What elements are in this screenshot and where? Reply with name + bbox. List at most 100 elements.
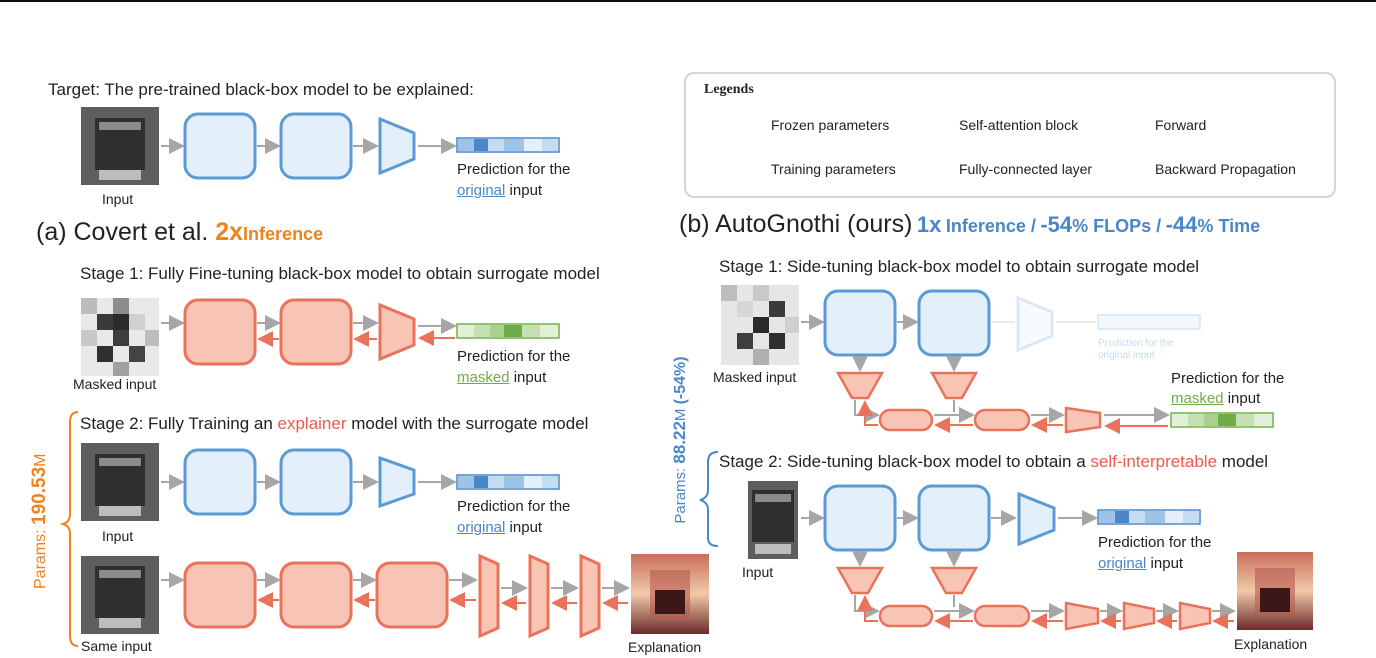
- target-pred-line2: original input: [457, 182, 542, 199]
- a-s1-attention-block-2: [279, 298, 353, 366]
- b-s1-masked-word: masked: [1171, 390, 1224, 407]
- a-s2-input-image: [81, 443, 159, 521]
- b-time-word: % Time: [1197, 216, 1261, 236]
- a-explanation-label: Explanation: [628, 639, 702, 655]
- target-pred-rest: input: [509, 182, 543, 199]
- b-s2-side-fc-2: [1122, 601, 1156, 631]
- a-s1-pred-line1: Prediction for the: [457, 348, 571, 365]
- a-stage1-title: Stage 1: Fully Fine-tuning black-box mod…: [80, 264, 600, 283]
- b-params-brace: [699, 451, 719, 547]
- b-params-delta: (-54%): [672, 356, 689, 405]
- a-params-value: 190.53: [29, 466, 50, 525]
- b-stage2-title: Stage 2: Side-tuning black-box model to …: [719, 452, 1268, 472]
- legend-frozen-label: Frozen parameters: [771, 117, 890, 133]
- b-s2-pred-line2: original input: [1098, 555, 1183, 572]
- a-s2-pred-line1: Prediction for the: [457, 498, 571, 515]
- b-s1-faded-head: [991, 295, 1201, 353]
- a-same-input-image: [81, 556, 159, 634]
- a-s1-masked-input-image: [81, 298, 159, 376]
- b-s2-pred-rest: input: [1150, 555, 1184, 572]
- a-stage2-pre: Stage 2: Fully Training an: [80, 414, 273, 433]
- b-s2-input-label: Input: [742, 564, 774, 580]
- b-explanation-label: Explanation: [1234, 636, 1308, 652]
- b-s2-attention-block-2: [917, 484, 991, 552]
- a-stage2-highlight: explainer: [277, 414, 347, 433]
- b-s2-side-fc-1: [1064, 601, 1100, 631]
- b-flops-word: % FLOPs /: [1072, 216, 1162, 236]
- target-pred-line1: Prediction for the: [457, 161, 571, 178]
- b-s1-masked-input-label: Masked input: [713, 369, 797, 385]
- b-params-value: 88.22: [670, 421, 689, 464]
- b-s2-side-block-2: [973, 604, 1031, 628]
- b-s1-side-down-2: [929, 371, 979, 400]
- a-s1-masked-input-label: Masked input: [73, 376, 157, 392]
- a-same-input-label: Same input: [81, 638, 152, 654]
- a-explainer-block-3: [375, 561, 449, 629]
- a-explainer-fc-1: [478, 553, 500, 639]
- a-inference-num: 2x: [215, 218, 244, 246]
- target-attention-block-1: [183, 112, 257, 180]
- a-s2-attention-block-1: [183, 448, 257, 516]
- b-s2-prediction-bar: [1097, 509, 1201, 525]
- target-fc-layer: [378, 116, 416, 176]
- a-explainer-block-2: [279, 561, 353, 629]
- legend-backward-label: Backward Propagation: [1155, 161, 1296, 177]
- target-prediction-bar: [456, 137, 560, 153]
- b-params-label: Params: 88.22M (-54%): [670, 352, 690, 528]
- target-pred-word: original: [457, 182, 506, 199]
- b-s1-side-down-1: [835, 371, 885, 400]
- b-s1-prediction-bar: [1170, 412, 1274, 428]
- a-params-label: Params: 190.53M: [29, 454, 51, 589]
- b-s1-pred-rest: input: [1227, 390, 1261, 407]
- b-s2-fc-layer: [1017, 491, 1056, 547]
- a-s2-pred-line2: original input: [457, 519, 542, 536]
- a-s1-pred-line2: masked input: [457, 369, 546, 386]
- a-s2-input-label: Input: [102, 528, 134, 544]
- b-s2-side-fc-3: [1178, 601, 1212, 631]
- b-s1-side-block-2: [973, 408, 1031, 432]
- legend-title: Legends: [704, 82, 754, 97]
- b-s1-masked-input-image: [721, 285, 799, 365]
- a-params-brace: [59, 411, 79, 647]
- a-s2-pred-rest: input: [509, 519, 543, 536]
- b-s1-side-block-1: [878, 408, 934, 432]
- b-flops-num: -54: [1040, 212, 1073, 237]
- target-attention-block-2: [279, 112, 353, 180]
- a-title: (a) Covert et al. 2xInference: [36, 218, 323, 247]
- b-s2-side-down-1: [835, 566, 885, 595]
- a-params-unit: M: [32, 453, 49, 467]
- b-s1-attention-block-2: [917, 289, 991, 357]
- b-s2-side-block-1: [878, 604, 934, 628]
- b-title-text: (b) AutoGnothi (ours): [679, 210, 913, 238]
- b-inference-word: Inference /: [945, 216, 1036, 236]
- a-s1-fc-layer: [378, 302, 416, 362]
- legend-self-attention-label: Self-attention block: [959, 117, 1079, 133]
- b-s1-pred-line2: masked input: [1171, 390, 1260, 407]
- legend-fc-label: Fully-connected layer: [959, 161, 1093, 177]
- a-explainer-fc-2: [528, 553, 550, 639]
- b-s1-side-fc: [1064, 406, 1102, 434]
- a-params-label-text: Params:: [32, 529, 49, 589]
- target-input-image: [81, 107, 159, 185]
- b-params-label-text: Params:: [672, 467, 689, 524]
- a-s2-prediction-bar: [456, 474, 560, 490]
- a-s2-fc-layer: [378, 455, 416, 509]
- b-title: (b) AutoGnothi (ours) 1x Inference / -54…: [679, 210, 1260, 239]
- target-input-label: Input: [102, 191, 134, 207]
- a-s1-prediction-bar: [456, 323, 560, 339]
- a-title-text: (a) Covert et al.: [36, 218, 209, 246]
- a-inference-word: Inference: [243, 224, 324, 244]
- a-explainer-fc-3: [579, 553, 601, 639]
- b-time-num: -44: [1165, 212, 1198, 237]
- legend-panel: [684, 72, 1336, 198]
- target-title: Target: The pre-trained black-box model …: [48, 80, 474, 99]
- a-s1-attention-block-1: [183, 298, 257, 366]
- a-s2-attention-block-2: [279, 448, 353, 516]
- b-s2-input-image: [748, 481, 798, 559]
- b-s1-attention-block-1: [823, 289, 897, 357]
- b-s2-original-word: original: [1098, 555, 1147, 572]
- a-stage2-post: model with the surrogate model: [351, 414, 589, 433]
- b-s1-faded-pred-line2: original input: [1098, 350, 1155, 361]
- a-s1-pred-rest: input: [513, 369, 547, 386]
